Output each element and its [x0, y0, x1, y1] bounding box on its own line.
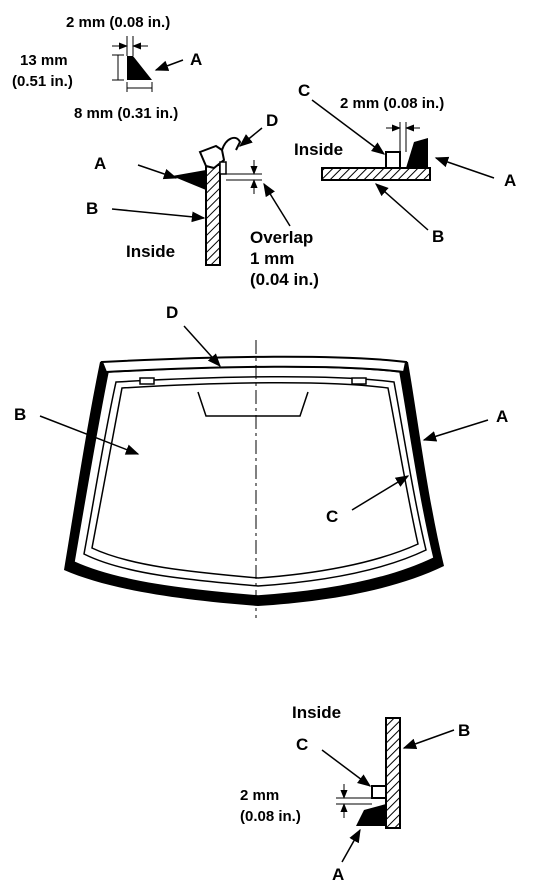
arrow-dam-a [154, 59, 184, 71]
arrow-c [311, 99, 386, 155]
overlap-mm: 1 mm [250, 249, 294, 268]
label-d: D [266, 111, 278, 130]
spacer-line [83, 375, 427, 587]
clip-right [351, 377, 367, 385]
body-panel-horizontal [321, 167, 431, 181]
label-b: B [86, 199, 98, 218]
dim-dam-width: 8 mm (0.31 in.) [74, 105, 178, 122]
glass-panel [73, 365, 435, 597]
arrow-d-windshield [183, 325, 221, 368]
detail-top-left: 2 mm (0.08 in.) 13 mm (0.51 in.) A 8 mm … [12, 14, 319, 289]
label-c: C [298, 81, 310, 100]
label-b-right: B [432, 227, 444, 246]
label-a-dam: A [190, 50, 202, 69]
overlap-label: Overlap [250, 228, 313, 247]
arrow-panel-a [137, 164, 178, 180]
dam-on-panel [172, 170, 206, 190]
inside-label-bottom: Inside [292, 703, 341, 722]
arrow-a-bottom [341, 828, 361, 863]
windshield-view: D B A C [14, 303, 508, 618]
arrow-b-bottom [402, 729, 455, 749]
arrow-b-right [374, 183, 429, 231]
spacer-bottom [371, 785, 387, 799]
dam-profile [127, 56, 152, 80]
label-b-bottom: B [458, 721, 470, 740]
label-b-windshield: B [14, 405, 26, 424]
molding-section [198, 144, 226, 170]
spacer-section [385, 151, 401, 169]
arrow-panel-b [111, 208, 206, 223]
label-a-right: A [504, 171, 516, 190]
label-a: A [94, 154, 106, 173]
dam-section [406, 138, 428, 168]
arrow-a-windshield [422, 419, 489, 442]
arrow-a-right [434, 156, 495, 179]
dim-dam-thickness: 2 mm (0.08 in.) [66, 14, 170, 31]
arrow-b-windshield [39, 415, 140, 455]
dim-dam-height: 13 mm [20, 52, 68, 69]
label-a-windshield: A [496, 407, 508, 426]
dim-dam-height-in: (0.51 in.) [12, 73, 73, 90]
molding-lip [221, 136, 242, 151]
arrow-overlap [263, 182, 291, 227]
dim-gap: 2 mm (0.08 in.) [340, 95, 444, 112]
body-panel-section [205, 164, 221, 266]
dam-bottom [356, 804, 386, 826]
inside-label-right: Inside [294, 140, 343, 159]
dim-gap-bottom-in: (0.08 in.) [240, 808, 301, 825]
label-a-bottom: A [332, 865, 344, 884]
mirror-notch [197, 391, 309, 417]
body-panel-vertical [385, 717, 401, 829]
clip-left [139, 377, 155, 385]
inside-label: Inside [126, 242, 175, 261]
detail-top-right: C 2 mm (0.08 in.) Inside A B [294, 81, 516, 246]
arrow-c-bottom [321, 749, 372, 787]
dim-gap-bottom: 2 mm [240, 787, 279, 804]
label-c-windshield: C [326, 507, 338, 526]
overlap-in: (0.04 in.) [250, 270, 319, 289]
arrow-molding-d [238, 127, 263, 147]
detail-bottom: Inside B C 2 mm (0.08 in.) A [240, 703, 470, 884]
label-d-windshield: D [166, 303, 178, 322]
glass-edge [219, 161, 227, 175]
arrow-c-windshield [351, 475, 410, 511]
ceramic-border [91, 381, 419, 579]
label-c-bottom: C [296, 735, 308, 754]
